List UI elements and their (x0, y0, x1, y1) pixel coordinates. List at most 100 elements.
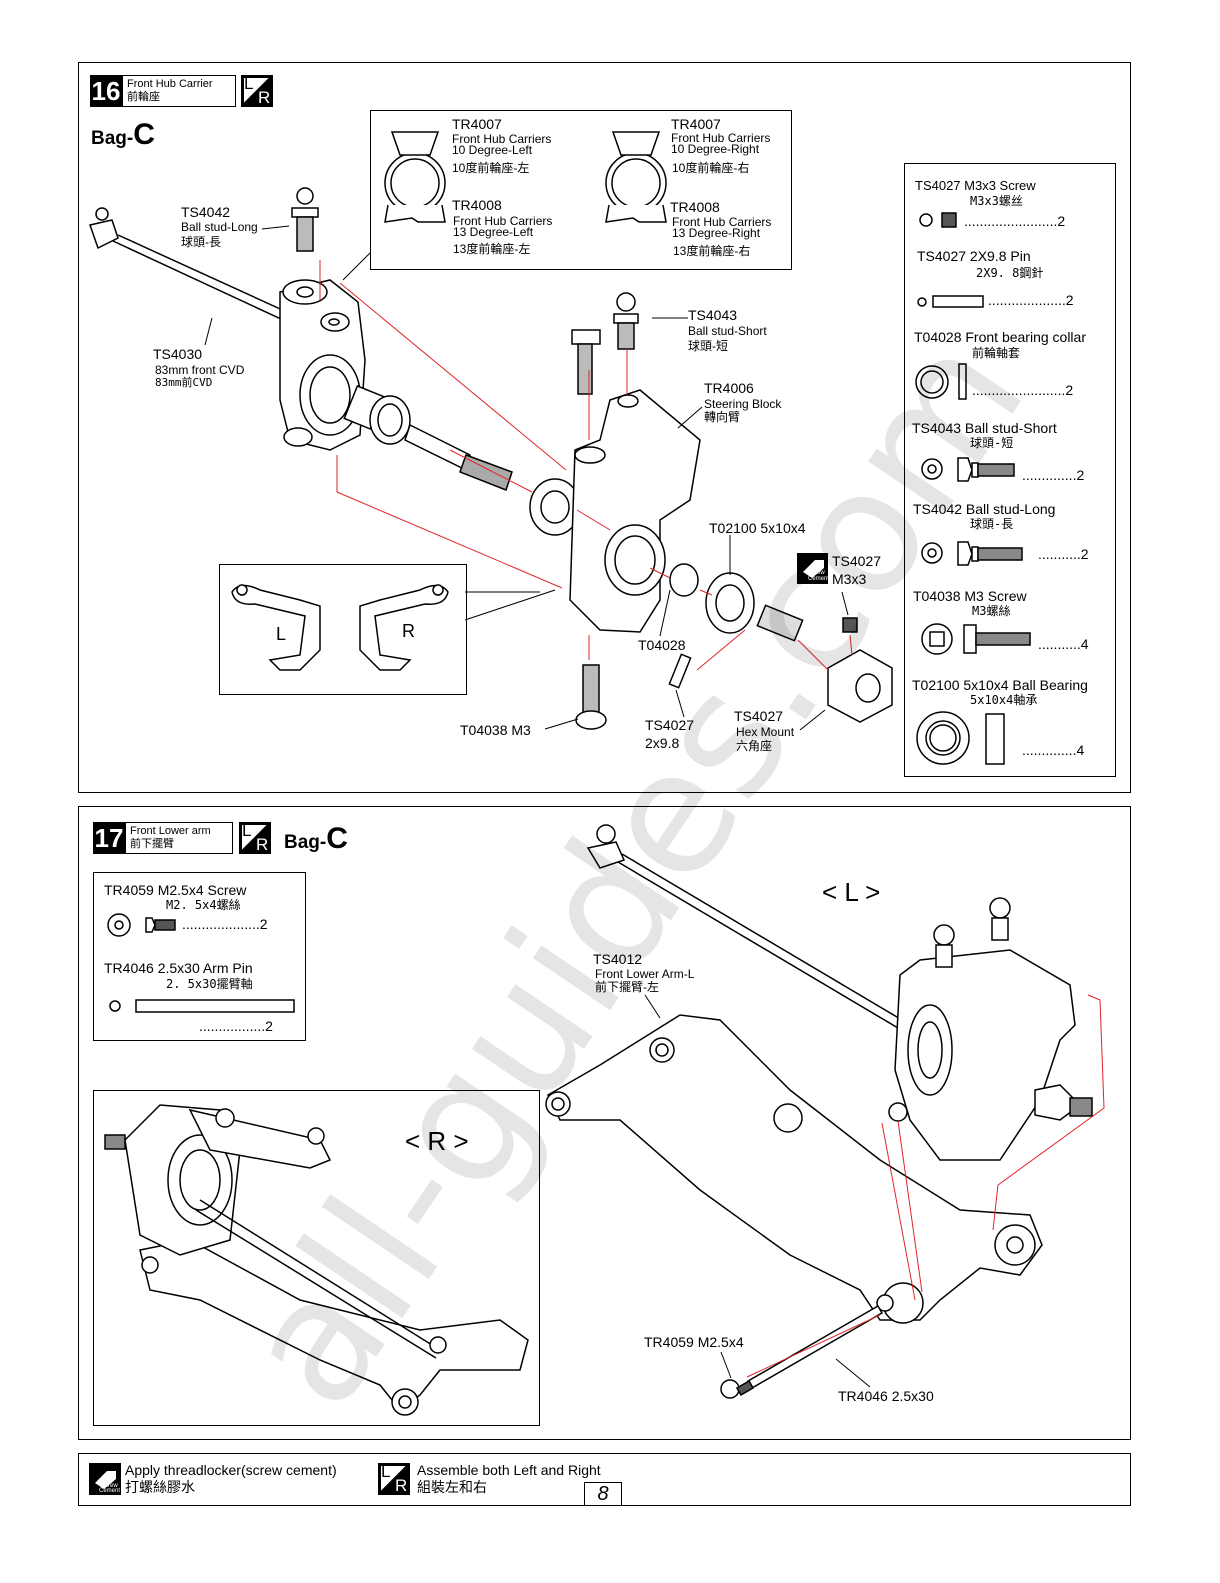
tr4059-label: TR4059 M2.5x4 (644, 1334, 744, 1350)
ts4043-en: Ball stud-Short (688, 324, 767, 338)
part16-0-cn: M3x3螺丝 (970, 194, 1023, 208)
carrier-0-code: TR4007 (452, 116, 502, 132)
t02100-label: T02100 5x10x4 (709, 520, 806, 536)
part16-4-en: TS4042 Ball stud-Long (913, 501, 1056, 517)
step16-title: Front Hub Carrier 前輪座 (122, 75, 236, 107)
t04038-label: T04038 M3 (460, 722, 531, 738)
carrier-1-cn: 13度前輪座-左 (453, 242, 531, 256)
screw-cement-icon-text2: Cement (808, 576, 830, 582)
lr-legend-cn: 組裝左和右 (417, 1479, 487, 1495)
tr4006-cn: 轉向臂 (704, 410, 741, 424)
right-view-label: < R > (405, 1126, 469, 1156)
carrier-1-en1: Front Hub Carriers (453, 214, 553, 228)
threadlock-icon: Screw Cement (89, 1463, 121, 1495)
part16-2-cn: 前輪軸套 (972, 346, 1021, 360)
tr4006-en: Steering Block (704, 397, 782, 411)
part16-1-cn: 2X9. 8鋼針 (976, 266, 1044, 280)
lr-icon: L R (241, 74, 273, 107)
step17-bag-label: Bag-C (284, 822, 348, 855)
part16-4-cn: 球頭-長 (970, 517, 1014, 531)
carrier-3-code: TR4008 (670, 199, 720, 215)
ts4042-en: Ball stud-Long (181, 220, 258, 234)
ts4012-en: Front Lower Arm-L (595, 967, 695, 981)
inset-left-label: L (276, 624, 287, 644)
carrier-2-cn: 10度前輪座-右 (672, 161, 750, 175)
ts4043-code: TS4043 (688, 307, 738, 323)
part16-0-en: TS4027 M3x3 Screw (915, 178, 1036, 193)
lr-inset-box (219, 564, 467, 695)
left-view-label: < L > (822, 877, 881, 907)
carrier-1-code: TR4008 (452, 197, 502, 213)
step17-title: Front Lower arm 前下擺臂 (125, 822, 233, 854)
part16-4-qty: ...........2 (1038, 546, 1089, 562)
part16-1-en: TS4027 2X9.8 Pin (917, 248, 1031, 264)
step17-title-cn: 前下擺臂 (130, 838, 174, 850)
threadlock-en: Apply threadlocker(screw cement) (125, 1462, 337, 1478)
ts4042-code: TS4042 (181, 204, 231, 220)
tr4046-label: TR4046 2.5x30 (838, 1388, 934, 1404)
ts4027-pin-size: 2x9.8 (645, 735, 680, 751)
part16-3-cn: 球頭-短 (970, 436, 1014, 450)
step17-parts-box (93, 872, 306, 1041)
part17-0-en: TR4059 M2.5x4 Screw (104, 882, 247, 898)
carrier-2-en2: 10 Degree-Right (671, 142, 760, 156)
ts4012-code: TS4012 (593, 951, 643, 967)
part16-1-qty: ....................2 (988, 292, 1074, 308)
ts4043-cn: 球頭-短 (688, 339, 728, 353)
part16-5-cn: M3螺絲 (972, 604, 1011, 618)
part16-3-qty: ..............2 (1022, 467, 1085, 483)
part16-6-en: T02100 5x10x4 Ball Bearing (912, 677, 1088, 693)
part17-0-qty: ....................2 (182, 916, 268, 932)
step17-number: 17 (93, 822, 125, 854)
part16-0-qty: ........................2 (964, 213, 1066, 229)
screw-cement-icon-text1: Screw (808, 570, 825, 576)
part16-6-qty: ..............4 (1022, 742, 1085, 758)
ts4030-code: TS4030 (153, 346, 203, 362)
ts4027-m3-size: M3x3 (832, 571, 867, 587)
part16-2-qty: ........................2 (972, 382, 1074, 398)
ts4042-cn: 球頭-長 (181, 235, 221, 249)
carrier-3-en2: 13 Degree-Right (672, 226, 761, 240)
ts4027-m3-code: TS4027 (832, 553, 882, 569)
ts4027-hex-cn: 六角座 (736, 739, 773, 753)
page-number: 8 (584, 1482, 622, 1505)
step16-title-en: Front Hub Carrier (127, 78, 213, 90)
ts4030-en: 83mm front CVD (155, 363, 245, 377)
carrier-2-code: TR4007 (671, 116, 721, 132)
part16-6-cn: 5x10x4軸承 (970, 693, 1038, 707)
screw-cement-icon (797, 553, 828, 584)
ts4027-pin-code: TS4027 (645, 717, 695, 733)
threadlock-cn: 打螺絲膠水 (125, 1479, 195, 1495)
lr-legend-icon: L R (378, 1462, 410, 1495)
inset-right-label: R (402, 621, 415, 641)
part16-2-en: T04028 Front bearing collar (914, 329, 1086, 345)
lr-icon-step17: L R (239, 821, 271, 854)
carrier-3-en1: Front Hub Carriers (672, 215, 772, 229)
part17-1-cn: 2. 5x30擺臂軸 (166, 977, 253, 991)
ts4027-hex-en: Hex Mount (736, 725, 795, 739)
carrier-0-en1: Front Hub Carriers (452, 132, 552, 146)
part16-5-en: T04038 M3 Screw (913, 588, 1027, 604)
carrier-0-en2: 10 Degree-Left (452, 143, 533, 157)
part17-1-en: TR4046 2.5x30 Arm Pin (104, 960, 253, 976)
step17-title-en: Front Lower arm (130, 825, 211, 837)
ts4030-cn: 83mm前CVD (155, 376, 213, 389)
ts4027-hex-code: TS4027 (734, 708, 784, 724)
step16-title-cn: 前輪座 (127, 91, 160, 103)
carrier-2-en1: Front Hub Carriers (671, 131, 771, 145)
part16-5-qty: ...........4 (1038, 636, 1089, 652)
lr-legend-en: Assemble both Left and Right (417, 1462, 601, 1478)
t04028-label: T04028 (638, 637, 686, 653)
part17-0-cn: M2. 5x4螺絲 (166, 898, 241, 912)
ts4012-cn: 前下擺臂-左 (595, 980, 659, 994)
carrier-0-cn: 10度前輪座-左 (452, 161, 530, 175)
tr4006-code: TR4006 (704, 380, 754, 396)
part17-1-qty: .................2 (199, 1018, 273, 1034)
step16-number: 16 (90, 75, 122, 107)
carrier-1-en2: 13 Degree-Left (453, 225, 534, 239)
part16-3-en: TS4043 Ball stud-Short (912, 420, 1057, 436)
